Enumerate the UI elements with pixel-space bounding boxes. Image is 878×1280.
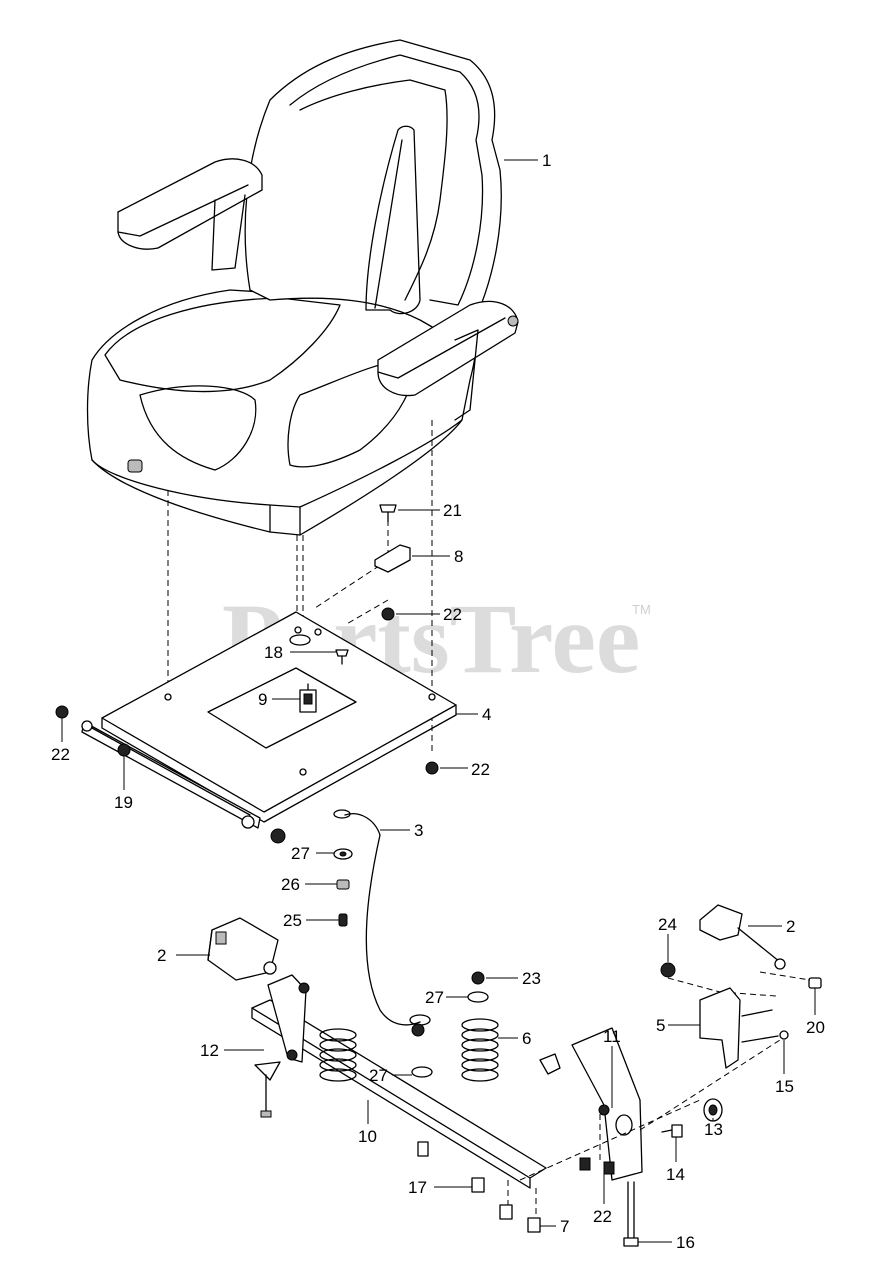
callout-16: 16	[676, 1233, 695, 1252]
callout-22-right: 22	[471, 760, 490, 779]
callout-22-bottom: 22	[593, 1207, 612, 1226]
callout-4: 4	[482, 705, 491, 724]
callout-6: 6	[522, 1029, 531, 1048]
callout-1: 1	[542, 151, 551, 170]
bracket-5	[699, 987, 741, 1069]
callout-11: 11	[603, 1027, 621, 1046]
callout-21: 21	[443, 501, 462, 520]
callout-27-lower: 27	[369, 1066, 388, 1085]
callout-26: 26	[281, 875, 300, 894]
callout-2-right: 2	[786, 917, 795, 936]
callout-8: 8	[454, 547, 463, 566]
callout-2-left: 2	[157, 946, 166, 965]
callout-5: 5	[656, 1016, 665, 1035]
switch-2-right	[699, 904, 786, 970]
callout-24: 24	[658, 915, 677, 934]
seat-switch	[299, 683, 317, 713]
seat-assembly	[86, 39, 519, 536]
callout-18: 18	[264, 643, 283, 662]
callout-19: 19	[114, 793, 133, 812]
leader-lines	[61, 159, 816, 1243]
bracket-8	[374, 544, 411, 573]
callout-9: 9	[258, 690, 267, 709]
callout-25: 25	[283, 911, 302, 930]
bolt-21	[379, 504, 397, 513]
callout-22-left: 22	[51, 745, 70, 764]
callout-27-middle: 27	[425, 988, 444, 1007]
seat-mount-frame	[251, 974, 643, 1189]
callout-27-upper: 27	[291, 844, 310, 863]
watermark-trademark: TM	[632, 602, 651, 617]
spring-6	[461, 1018, 499, 1082]
callout-7: 7	[560, 1217, 569, 1236]
callout-17: 17	[408, 1178, 427, 1197]
callout-3: 3	[414, 821, 423, 840]
callout-labels: 1 21 8 22 18 9 4 22 22 19 3 27 26 25 2 2…	[51, 151, 825, 1252]
callout-13: 13	[704, 1120, 723, 1139]
callout-23: 23	[522, 969, 541, 988]
callout-12: 12	[200, 1041, 219, 1060]
callout-20: 20	[806, 1018, 825, 1037]
switch-2-left	[207, 917, 310, 994]
callout-15: 15	[775, 1077, 794, 1096]
callout-22-top: 22	[443, 605, 462, 624]
callout-14: 14	[666, 1165, 685, 1184]
callout-10: 10	[358, 1127, 377, 1146]
